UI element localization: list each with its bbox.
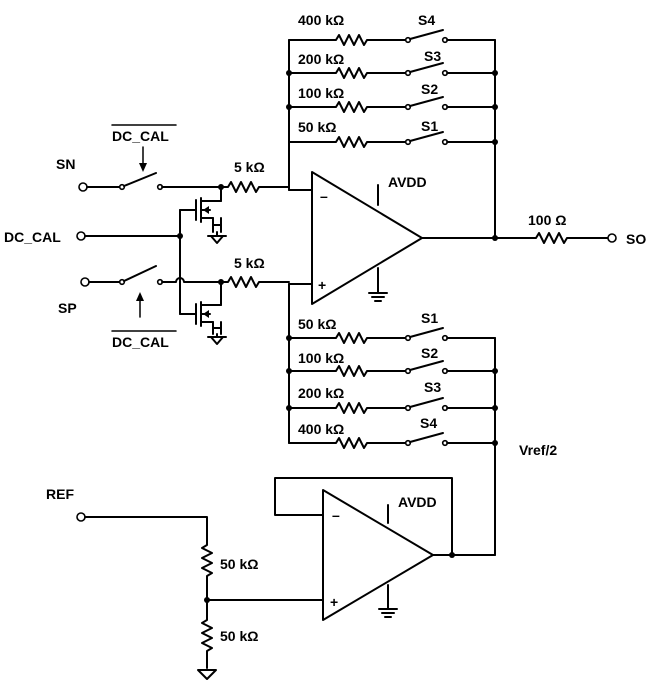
divider-ground-icon [197, 669, 217, 680]
sp-terminal [80, 277, 90, 287]
buffer-opamp-ground-icon [378, 584, 398, 618]
dc-cal-bar-bottom-label: DC_CAL [112, 334, 169, 350]
so-terminal [607, 233, 617, 243]
sp-path [80, 265, 290, 288]
reference-r-100k-label: 100 kΩ [298, 350, 344, 366]
buffer-opamp-minus: – [332, 507, 340, 523]
feedback-row-100k [286, 96, 498, 113]
sn-terminal [78, 182, 88, 192]
buffer-avdd-label: AVDD [398, 494, 437, 510]
feedback-to-inverting [288, 141, 313, 191]
reference-s3-label: S3 [424, 379, 441, 395]
reference-s4-label: S4 [420, 415, 437, 431]
reference-row-200k [286, 397, 498, 414]
feedback-ladder: 400 kΩ S4 200 kΩ S3 100 kΩ S2 50 kΩ S1 [286, 12, 498, 239]
main-avdd-label: AVDD [388, 174, 427, 190]
feedback-r-200k-label: 200 kΩ [298, 51, 344, 67]
feedback-s3-label: S3 [424, 48, 441, 64]
reference-ladder: 50 kΩ S1 100 kΩ S2 200 kΩ S3 400 kΩ S4 [286, 310, 498, 556]
so-label: SO [626, 231, 646, 247]
mosfet-bottom [179, 281, 227, 345]
ref-divider [76, 512, 324, 680]
reference-row-400k [288, 432, 498, 449]
sn-label: SN [56, 156, 75, 172]
r-in-top-label: 5 kΩ [234, 159, 265, 175]
reference-r-200k-label: 200 kΩ [298, 385, 344, 401]
sn-path [78, 172, 290, 193]
reference-r-50k-label: 50 kΩ [298, 316, 336, 332]
reference-s2-label: S2 [421, 345, 438, 361]
ref-label: REF [46, 486, 74, 502]
feedback-s1-label: S1 [421, 118, 438, 134]
feedback-s4-label: S4 [418, 12, 435, 28]
reference-row-100k [286, 360, 498, 377]
mosfet-top [179, 186, 227, 244]
sp-label: SP [58, 300, 77, 316]
main-opamp-ground-icon [368, 267, 388, 302]
dc-cal-input-label: DC_CAL [4, 229, 61, 245]
r-div-bottom-label: 50 kΩ [220, 628, 258, 644]
feedback-row-50k [288, 131, 498, 148]
r-out-label: 100 Ω [528, 212, 566, 228]
main-opamp: – + AVDD [311, 171, 427, 305]
feedback-row-200k [286, 62, 498, 79]
reference-r-400k-label: 400 kΩ [298, 421, 344, 437]
buffer-opamp: – + AVDD [322, 489, 437, 621]
r-in-bottom-label: 5 kΩ [234, 255, 265, 271]
main-opamp-minus: – [320, 188, 328, 204]
buffer-feedback [274, 477, 453, 556]
dc-cal-bar-top-label: DC_CAL [112, 128, 169, 144]
buffer-opamp-plus: + [330, 594, 338, 610]
vref-half-label: Vref/2 [519, 442, 557, 458]
mosfet-top-ground-icon [207, 231, 227, 244]
output-line [421, 232, 609, 244]
feedback-r-50k-label: 50 kΩ [298, 119, 336, 135]
reference-row-50k [286, 327, 496, 344]
dc-cal-terminal [76, 231, 86, 241]
feedback-r-100k-label: 100 kΩ [298, 85, 344, 101]
main-opamp-plus: + [318, 277, 326, 293]
feedback-r-400k-label: 400 kΩ [298, 12, 344, 28]
r-div-top-label: 50 kΩ [220, 556, 258, 572]
feedback-s2-label: S2 [421, 81, 438, 97]
reference-s1-label: S1 [421, 310, 438, 326]
feedback-row-400k [288, 29, 496, 46]
ref-terminal [76, 512, 86, 522]
mosfet-bottom-ground-icon [207, 333, 227, 345]
